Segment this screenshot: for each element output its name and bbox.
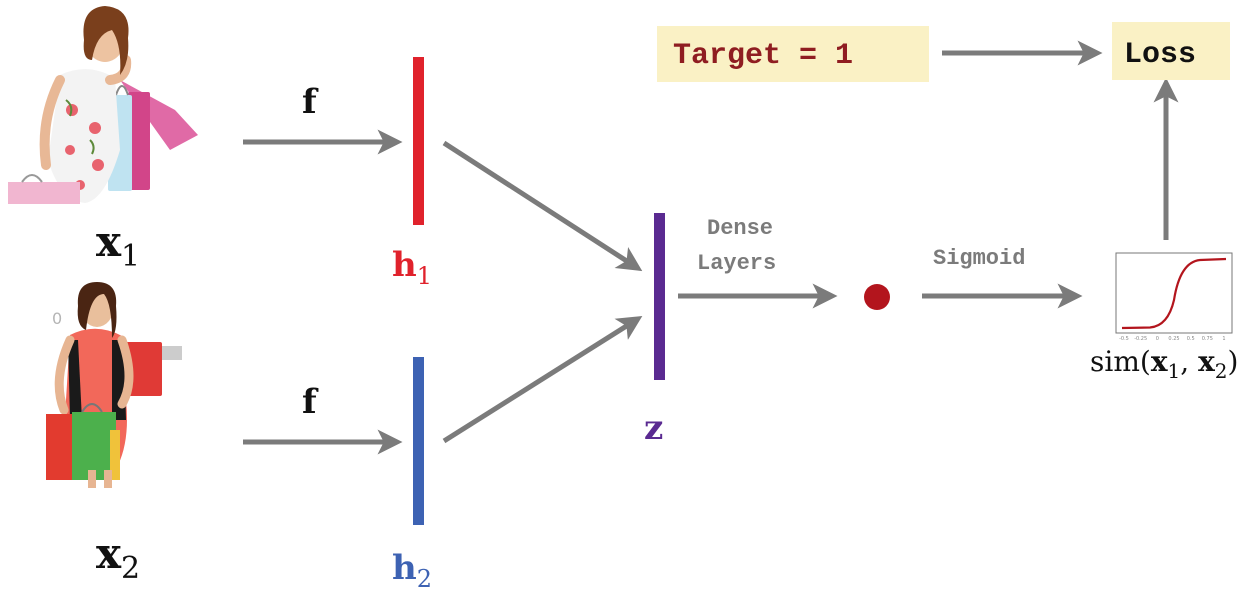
output-node — [864, 284, 890, 310]
loss-label: Loss — [1124, 38, 1196, 72]
sigmoid-tick-label: 0.75 — [1202, 336, 1213, 342]
target-box — [657, 26, 929, 82]
sigmoid-plot-frame — [1115, 252, 1233, 334]
embedding-bar-h1 — [413, 57, 424, 225]
input-label-x2: x2 — [96, 529, 140, 586]
merge-arrow-h1 — [442, 140, 643, 272]
combined-bar-z — [654, 213, 665, 380]
sigmoid-tick-label: 0.25 — [1168, 336, 1179, 342]
dense-label-line1: Dense — [707, 216, 773, 241]
svg-text:0: 0 — [52, 309, 62, 328]
dense-label-line2: Layers — [697, 251, 776, 276]
woman-with-shopping-bags-icon — [8, 6, 198, 204]
encoder-label-f-1: f — [302, 82, 319, 122]
sigmoid-tick-label: -0.25 — [1134, 336, 1147, 342]
target-label: Target = 1 — [673, 39, 853, 73]
sigmoid-tick-label: 1 — [1222, 336, 1225, 342]
woman-with-shopping-bags-icon: 0 — [46, 282, 182, 488]
embedding-label-h2: h2 — [392, 548, 432, 591]
encoder-label-f-2: f — [302, 382, 319, 422]
merge-arrow-h2 — [442, 316, 643, 444]
sigmoid-tick-label: 0.5 — [1187, 336, 1195, 342]
sigmoid-plot: -0.5 -0.25 0 0.25 0.5 0.75 1 — [1115, 252, 1233, 342]
embedding-label-h1: h1 — [392, 245, 432, 290]
sigmoid-tick-label: 0 — [1156, 336, 1159, 342]
similarity-label: sim(x1, x2) — [1090, 345, 1238, 383]
sigmoid-curve — [1121, 257, 1227, 330]
embedding-bar-h2 — [413, 357, 424, 525]
sigmoid-tick-label: -0.5 — [1119, 336, 1129, 342]
combined-label-z: z — [644, 408, 663, 448]
loss-box — [1112, 22, 1230, 80]
sigmoid-label: Sigmoid — [933, 246, 1025, 271]
input-label-x1: x1 — [96, 217, 140, 274]
